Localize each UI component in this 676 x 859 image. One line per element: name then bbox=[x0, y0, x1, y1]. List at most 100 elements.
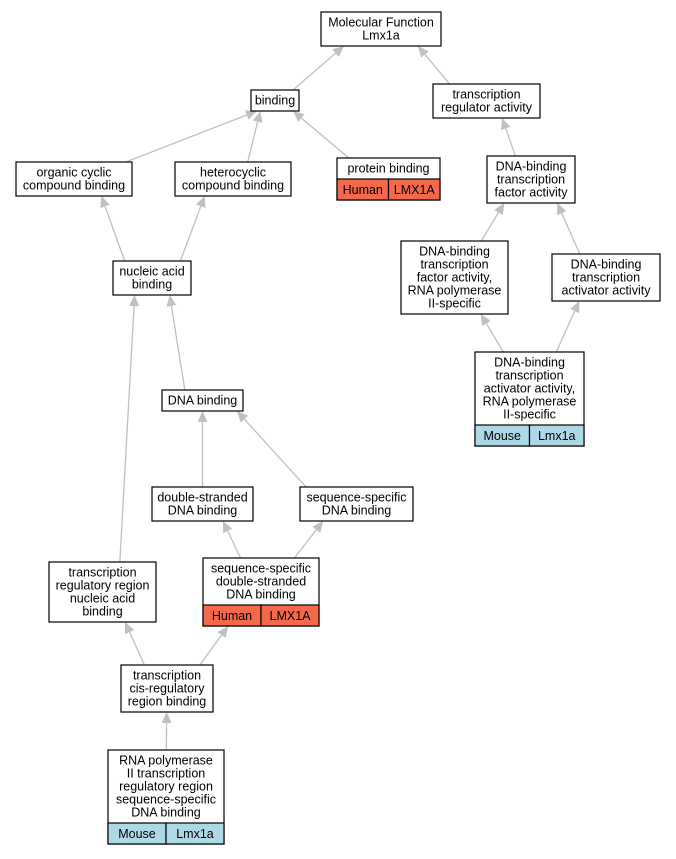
arrowhead-dna-binding-activator-activity-to-dna-binding-tf-activity bbox=[557, 203, 567, 216]
edges-layer bbox=[100, 46, 581, 751]
node-box bbox=[486, 155, 576, 204]
arrowhead-double-stranded-dna-binding-to-dna-binding bbox=[197, 411, 208, 422]
node-label-line: transcription bbox=[420, 258, 488, 272]
edge-seq-specific-ds-dna-binding-to-double-stranded-dna-binding bbox=[227, 530, 242, 559]
node-label-line: double-stranded bbox=[216, 575, 306, 589]
node-label-line: regulatory region bbox=[56, 579, 150, 593]
arrowhead-heterocyclic-compound-binding-to-binding bbox=[252, 111, 263, 123]
edge-nucleic-acid-binding-to-organic-cyclic-compound-binding bbox=[104, 206, 126, 262]
species-label: Mouse bbox=[118, 827, 156, 841]
node-box bbox=[551, 253, 661, 302]
gene-cell bbox=[260, 604, 320, 627]
arrowhead-seq-specific-ds-dna-binding-to-sequence-specific-dna-binding bbox=[312, 521, 324, 533]
arrowhead-transcription-regulator-activity-to-molecular-function bbox=[417, 46, 429, 58]
node-dna-binding[interactable]: DNA binding bbox=[161, 389, 244, 412]
node-label-line: heterocyclic bbox=[200, 166, 266, 180]
node-box bbox=[174, 161, 292, 197]
node-binding[interactable]: binding bbox=[250, 89, 300, 112]
species-label: Human bbox=[212, 609, 252, 623]
gene-label: LMX1A bbox=[270, 609, 312, 623]
node-label-line: binding bbox=[255, 94, 295, 108]
gene-cell bbox=[528, 424, 585, 447]
gene-label: Lmx1a bbox=[538, 429, 576, 443]
node-label-line: compound binding bbox=[23, 179, 125, 193]
node-box bbox=[120, 664, 214, 713]
edge-nucleic-acid-binding-to-heterocyclic-compound-binding bbox=[179, 206, 202, 262]
gene-label: Lmx1a bbox=[176, 827, 214, 841]
edge-seq-specific-ds-dna-binding-to-sequence-specific-dna-binding bbox=[293, 529, 317, 559]
arrowhead-nucleic-acid-binding-to-organic-cyclic-compound-binding bbox=[100, 196, 110, 209]
edge-transcription-regulator-activity-to-molecular-function bbox=[424, 54, 451, 85]
node-label-line: transcription bbox=[68, 566, 136, 580]
node-label-line: region binding bbox=[128, 695, 207, 709]
node-label-line: organic cyclic bbox=[36, 166, 111, 180]
gene-cell bbox=[387, 178, 441, 201]
node-box bbox=[15, 161, 133, 197]
node-label-line: sequence-specific bbox=[306, 491, 406, 505]
arrowhead-rnap2-regulatory-region-binding-to-cis-regulatory-region-binding bbox=[161, 712, 172, 724]
node-box bbox=[161, 389, 244, 412]
node-label-line: DNA binding bbox=[322, 504, 392, 518]
species-label: Human bbox=[343, 183, 383, 197]
node-label-line: binding bbox=[132, 278, 172, 292]
node-label-line: transcription bbox=[452, 88, 520, 102]
node-label-line: sequence-specific bbox=[211, 562, 311, 576]
arrowhead-binding-to-molecular-function bbox=[332, 46, 344, 57]
node-label-line: binding bbox=[82, 605, 122, 619]
edge-cis-regulatory-region-binding-to-seq-specific-ds-dna-binding bbox=[199, 634, 223, 666]
node-label-line: transcription bbox=[497, 173, 565, 187]
node-label-line: activator activity bbox=[562, 284, 652, 298]
node-label-line: protein binding bbox=[347, 162, 429, 176]
node-label-line: double-stranded bbox=[157, 491, 247, 505]
node-label-line: cis-regulatory bbox=[129, 682, 205, 696]
node-label-line: DNA binding bbox=[168, 394, 238, 408]
arrowhead-nucleic-acid-binding-to-heterocyclic-compound-binding bbox=[196, 196, 206, 209]
node-label-line: DNA-binding bbox=[419, 245, 490, 259]
node-label-line: DNA-binding bbox=[494, 356, 565, 370]
node-box bbox=[299, 486, 414, 522]
node-label-line: transcription bbox=[495, 369, 563, 383]
arrowhead-transcription-regulatory-region-binding-to-nucleic-acid-binding bbox=[129, 295, 140, 307]
node-label-line: II-specific bbox=[503, 408, 556, 422]
arrowhead-seq-specific-ds-dna-binding-to-double-stranded-dna-binding bbox=[222, 521, 233, 534]
edge-dna-binding-tf-activity-to-transcription-regulator-activity bbox=[505, 128, 517, 157]
node-label-line: DNA binding bbox=[131, 806, 201, 820]
node-label-line: transcription bbox=[572, 271, 640, 285]
arrowhead-dna-binding-tf-activity-to-transcription-regulator-activity bbox=[501, 118, 511, 131]
edge-dna-binding-tf-activity-rnap2-to-dna-binding-tf-activity bbox=[480, 212, 500, 242]
node-box bbox=[151, 486, 254, 522]
edge-protein-binding-to-binding bbox=[300, 117, 350, 159]
arrowhead-cis-regulatory-region-binding-to-transcription-regulatory-region-binding bbox=[125, 622, 135, 635]
node-label-line: RNA polymerase bbox=[408, 284, 502, 298]
arrowhead-cis-regulatory-region-binding-to-seq-specific-ds-dna-binding bbox=[217, 626, 229, 638]
edge-sequence-specific-dna-binding-to-dna-binding bbox=[243, 418, 307, 488]
arrowhead-sequence-specific-dna-binding-to-dna-binding bbox=[237, 411, 249, 423]
gene-label: LMX1A bbox=[394, 183, 436, 197]
node-label-line: RNA polymerase bbox=[119, 754, 213, 768]
node-label-line: nucleic acid bbox=[119, 265, 184, 279]
node-label-line: DNA binding bbox=[168, 504, 238, 518]
gene-cell bbox=[165, 822, 225, 845]
node-box bbox=[320, 11, 442, 47]
node-box bbox=[48, 561, 157, 623]
arrowhead-protein-binding-to-binding bbox=[293, 111, 305, 122]
edge-dna-binding-activator-rnap2-to-dna-binding-tf-activity-rnap2 bbox=[485, 323, 504, 353]
